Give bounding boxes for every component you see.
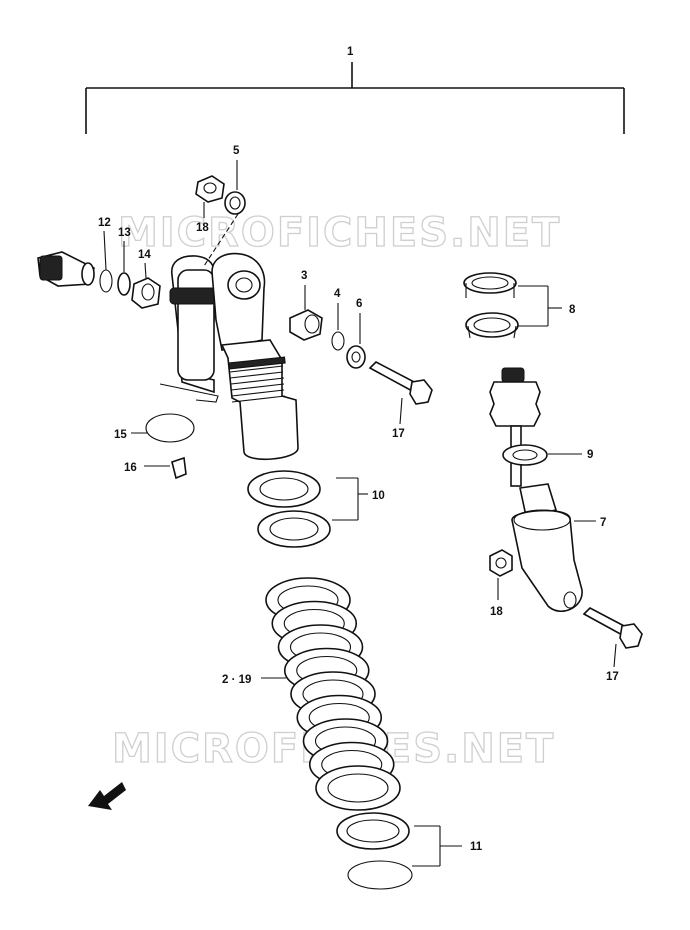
damping-adjuster: [37, 251, 95, 287]
callout-9: 9: [587, 449, 593, 461]
part-8-bump-rubber: [463, 272, 519, 339]
part-11-spring-seat: [336, 812, 413, 890]
part-3-collar: [289, 309, 323, 341]
part-7-lower-clevis: [511, 483, 583, 612]
callout-16: 16: [124, 462, 137, 474]
part-16-cap: [171, 456, 187, 480]
callout-13: 13: [118, 227, 131, 239]
callout-4: 4: [334, 288, 341, 300]
callout-17-bottom: 17: [606, 671, 619, 683]
part-17-bolt-top: [368, 361, 433, 405]
damper-rod: [489, 367, 541, 487]
callout-2-19: 2 · 19: [222, 674, 251, 686]
part-9-washer: [502, 444, 548, 466]
part-17-bolt-bottom: [582, 607, 643, 649]
callout-5: 5: [233, 145, 240, 157]
callout-12: 12: [98, 217, 111, 229]
callout-17-top: 17: [392, 428, 405, 440]
part-6-washer: [346, 345, 366, 369]
callout-10: 10: [372, 490, 385, 502]
part-18-nut-top: [195, 175, 225, 203]
spring-coil: [315, 765, 401, 811]
callout-7: 7: [600, 517, 606, 529]
part-14-cap: [131, 277, 161, 309]
callout-18-bottom: 18: [490, 606, 503, 618]
callout-18-top: 18: [196, 222, 209, 234]
part-4-oring: [331, 331, 345, 351]
callout-11: 11: [470, 841, 483, 853]
part-15-label: [145, 383, 219, 443]
assembly-bracket: [85, 62, 625, 134]
callout-15: 15: [114, 429, 127, 441]
callout-3: 3: [301, 270, 307, 282]
part-18-nut-bottom: [489, 549, 513, 577]
part-10-lock-rings: [247, 470, 331, 548]
callout-8: 8: [569, 304, 576, 316]
front-arrow-icon: [88, 782, 126, 810]
shock-body: [169, 252, 299, 461]
part-13-ring: [117, 272, 131, 296]
callout-1: 1: [347, 46, 354, 58]
callout-6: 6: [356, 298, 362, 310]
part-5-bushing: [224, 191, 246, 215]
part-12-clip: [99, 269, 113, 293]
watermark-top: MICROFICHES.NET: [118, 210, 561, 256]
spring-coil-inner: [327, 773, 389, 803]
callout-14: 14: [138, 249, 151, 261]
part-2-19-spring: [265, 577, 401, 811]
